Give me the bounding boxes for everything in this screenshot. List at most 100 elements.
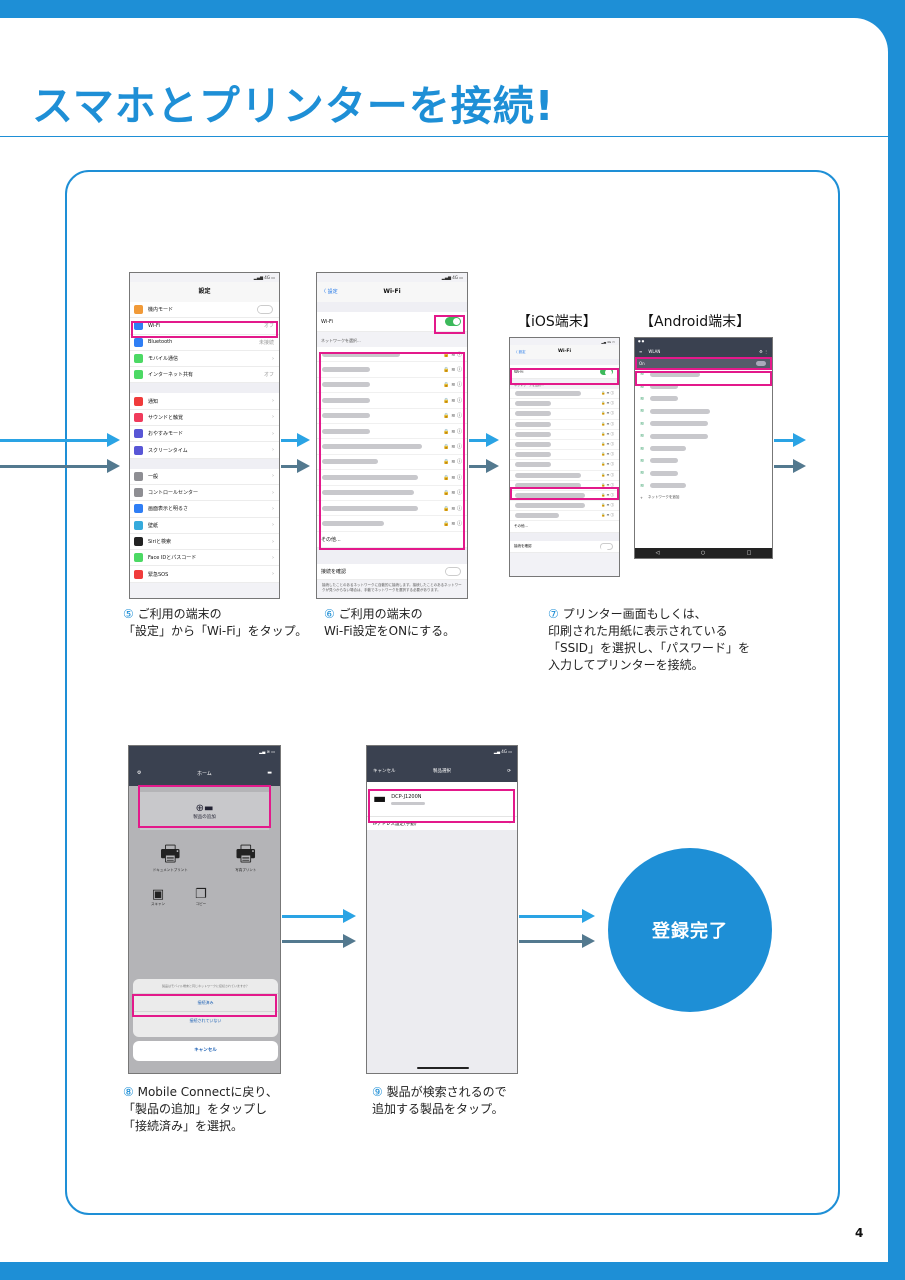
wallpaper-icon — [134, 520, 143, 530]
network-row[interactable]: 🔒 ≋ ⓘ — [510, 490, 619, 502]
back-nav-icon[interactable]: ◁ — [655, 550, 660, 556]
lock-wifi-info-icon: 🔒 ≋ ⓘ — [600, 391, 614, 396]
wifi-signal-icon: ≋ — [640, 395, 645, 402]
add-product-label: 製品の追加 — [193, 814, 216, 820]
network-name-redacted — [515, 492, 585, 498]
connected-option[interactable]: 接続済み — [133, 993, 278, 1011]
network-row[interactable]: 🔒 ≋ ⓘ — [510, 450, 619, 461]
step8-line2: 「製品の追加」をタップし — [123, 1102, 268, 1116]
network-row[interactable]: 🔒 ≋ ⓘ — [317, 485, 467, 501]
network-row[interactable]: 🔒 ≋ ⓘ — [317, 393, 467, 409]
network-name-redacted — [515, 421, 551, 427]
home-nav: ⚙ホーム▬ — [129, 760, 280, 786]
settings-row-label: コントロールセンター — [148, 490, 199, 497]
settings-row[interactable]: 緊急SOS› — [130, 566, 279, 583]
network-row[interactable]: 🔒 ≋ ⓘ — [510, 399, 619, 410]
android-network-row[interactable]: ≋ — [635, 442, 772, 454]
ask-join-toggle[interactable] — [445, 567, 461, 577]
network-row[interactable]: 🔒 ≋ ⓘ — [317, 454, 467, 471]
settings-row[interactable]: Siriと検索› — [130, 533, 279, 551]
lock-wifi-info-icon: 🔒 ≋ ⓘ — [600, 401, 614, 406]
device-row[interactable]: ▬DCP-J1200N — [367, 782, 517, 816]
android-network-row[interactable]: ≋ — [635, 405, 772, 417]
network-row[interactable]: 🔒 ≋ ⓘ — [510, 429, 619, 440]
android-settings-icon[interactable]: ⚙ ⋮ — [759, 348, 768, 354]
network-row[interactable]: 🔒 ≋ ⓘ — [510, 511, 619, 522]
settings-row[interactable]: 機内モード — [130, 302, 279, 319]
android-network-row[interactable]: ≋ — [635, 418, 772, 430]
network-row[interactable]: 🔒 ≋ ⓘ — [510, 470, 619, 481]
settings-row[interactable]: 一般› — [130, 468, 279, 485]
wifi-toggle[interactable] — [445, 317, 461, 326]
network-row[interactable]: 🔒 ≋ ⓘ — [510, 419, 619, 430]
photo-print-button[interactable]: 🖶写真プリント — [235, 842, 256, 873]
doc-print-button[interactable]: 🖶ドキュメントプリント — [153, 842, 188, 873]
settings-row[interactable]: コントロールセンター› — [130, 484, 279, 502]
toggle[interactable] — [257, 305, 273, 315]
wifi-footer-text: 接続したことのあるネットワークに自動的に接続します。接続したことのあるネットワー… — [322, 583, 462, 593]
back-link[interactable]: 〈 設定 — [514, 350, 526, 354]
copy-button[interactable]: ❐コピー — [195, 887, 207, 907]
network-row[interactable]: 🔒 ≋ ⓘ — [510, 501, 619, 512]
other-network-row[interactable]: その他... — [317, 531, 467, 548]
settings-row[interactable]: モバイル通信› — [130, 350, 279, 368]
ios-ask-toggle[interactable] — [600, 543, 613, 552]
cancel-button[interactable]: キャンセル — [133, 1041, 278, 1061]
back-link[interactable]: 〈 設定 — [321, 289, 338, 295]
settings-row[interactable]: 画面表示と明るさ› — [130, 501, 279, 518]
cancel-link[interactable]: キャンセル — [373, 769, 396, 774]
home-nav-icon[interactable]: ○ — [700, 550, 706, 556]
network-row[interactable]: 🔒 ≋ ⓘ — [317, 516, 467, 532]
android-network-row[interactable]: ≋ — [635, 368, 772, 380]
network-row[interactable]: 🔒 ≋ ⓘ — [510, 409, 619, 420]
network-name-redacted — [322, 505, 418, 511]
android-network-row[interactable]: ≋ — [635, 380, 772, 392]
lock-wifi-info-icon: 🔒 ≋ ⓘ — [600, 492, 614, 497]
not-connected-option[interactable]: 接続されていない — [133, 1011, 278, 1029]
android-network-row[interactable]: ≋ — [635, 455, 772, 467]
ios-other-row[interactable]: その他... — [510, 521, 619, 534]
network-row[interactable]: 🔒 ≋ ⓘ — [510, 439, 619, 451]
ip-setting-row[interactable]: IPアドレス設定(手動)› — [367, 816, 517, 830]
network-row[interactable]: 🔒 ≋ ⓘ — [510, 389, 619, 400]
network-row[interactable]: 🔒 ≋ ⓘ — [317, 347, 467, 363]
printer-status-icon[interactable]: ▬ — [267, 770, 272, 776]
settings-row[interactable]: Face IDとパスコード› — [130, 550, 279, 567]
ios-ask-row[interactable]: 接続を確認 — [510, 541, 619, 554]
network-row[interactable]: 🔒 ≋ ⓘ — [317, 377, 467, 394]
android-on-row[interactable]: On — [635, 358, 772, 368]
settings-row[interactable]: おやすみモード› — [130, 426, 279, 443]
network-row[interactable]: 🔒 ≋ ⓘ — [317, 408, 467, 424]
recent-nav-icon[interactable]: □ — [746, 550, 752, 556]
connection-sheet: 製品はモバイル端末と同じネットワークに接続されていますか？ 接続済み 接続されて… — [133, 979, 278, 1037]
scan-button[interactable]: ▣スキャン — [151, 887, 165, 907]
android-add-network-row[interactable]: +ネットワークを追加 — [635, 492, 772, 504]
android-network-row[interactable]: ≋ — [635, 467, 772, 479]
settings-row[interactable]: インターネット共有オフ — [130, 367, 279, 384]
refresh-icon[interactable]: ⟳ — [507, 768, 511, 774]
network-row[interactable]: 🔒 ≋ ⓘ — [510, 460, 619, 471]
android-network-row[interactable]: ≋ — [635, 480, 772, 492]
sheet-question: 製品はモバイル端末と同じネットワークに接続されていますか？ — [162, 984, 249, 988]
settings-row[interactable]: サウンドと触覚› — [130, 409, 279, 427]
network-row[interactable]: 🔒 ≋ ⓘ — [317, 362, 467, 378]
settings-row[interactable]: スクリーンタイム› — [130, 442, 279, 459]
scan-icon: ▣ — [151, 887, 165, 902]
android-wifi-toggle[interactable] — [756, 360, 766, 366]
android-network-row[interactable]: ≋ — [635, 393, 772, 405]
ask-join-row[interactable]: 接続を確認 — [317, 563, 467, 581]
network-row[interactable]: 🔒 ≋ ⓘ — [317, 439, 467, 455]
settings-row[interactable]: 壁紙› — [130, 517, 279, 534]
wifi-toggle-row[interactable]: Wi-Fi — [317, 312, 467, 332]
gear-icon[interactable]: ⚙ — [137, 770, 142, 776]
settings-row[interactable]: 通知› — [130, 393, 279, 410]
android-network-row[interactable]: ≋ — [635, 430, 772, 442]
network-row[interactable]: 🔒 ≋ ⓘ — [317, 423, 467, 440]
ios-other-label: その他... — [514, 524, 528, 529]
network-row[interactable]: 🔒 ≋ ⓘ — [317, 500, 467, 517]
network-row[interactable]: 🔒 ≋ ⓘ — [317, 470, 467, 486]
device-name: DCP-J1200N — [391, 793, 422, 800]
network-row[interactable]: 🔒 ≋ ⓘ — [510, 480, 619, 491]
add-product-button[interactable]: ⊕▬製品の追加 — [140, 792, 269, 830]
